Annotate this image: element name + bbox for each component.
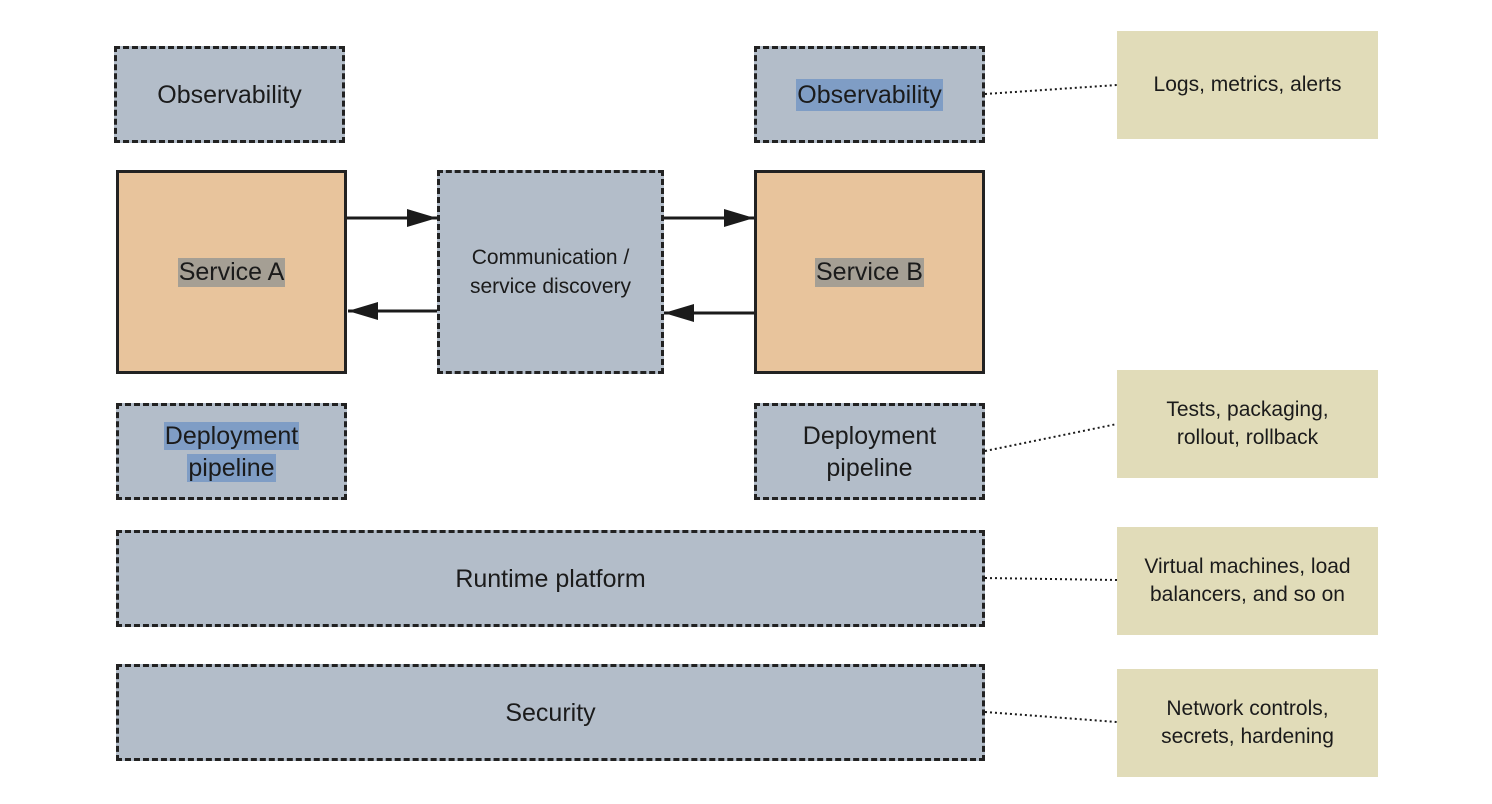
connector-deployment-note bbox=[984, 423, 1118, 452]
note-runtime: Virtual machines, load balancers, and so… bbox=[1117, 527, 1378, 635]
note-deployment-text: Tests, packaging, rollout, rollback bbox=[1166, 396, 1328, 452]
deployment-label-a: Deployment pipeline bbox=[163, 420, 300, 484]
service-b-label: Service B bbox=[815, 257, 924, 287]
note-observability-text: Logs, metrics, alerts bbox=[1153, 73, 1342, 96]
deployment-label-b-line2: pipeline bbox=[826, 453, 913, 482]
communication-box: Communication / service discovery bbox=[437, 170, 664, 374]
note-runtime-line1: Virtual machines, load bbox=[1144, 555, 1351, 578]
security-box: Security bbox=[116, 664, 985, 761]
deployment-label-a-line2: pipeline bbox=[187, 453, 276, 482]
deployment-label-b-line1: Deployment bbox=[802, 421, 937, 450]
note-deployment-line2: rollout, rollback bbox=[1176, 426, 1319, 449]
security-label: Security bbox=[505, 698, 596, 727]
observability-label-b: Observability bbox=[796, 78, 943, 111]
observability-box-b: Observability bbox=[754, 46, 985, 143]
communication-label: Communication / service discovery bbox=[470, 243, 631, 301]
runtime-platform-box: Runtime platform bbox=[116, 530, 985, 627]
note-deployment-line1: Tests, packaging, bbox=[1166, 398, 1329, 421]
service-b-box: Service B bbox=[754, 170, 985, 374]
deployment-box-b: Deployment pipeline bbox=[754, 403, 985, 500]
communication-label-line1: Communication / bbox=[471, 246, 630, 269]
observability-label-a: Observability bbox=[157, 80, 302, 109]
note-security-text: Network controls, secrets, hardening bbox=[1161, 695, 1334, 751]
observability-box-a: Observability bbox=[114, 46, 345, 143]
note-deployment: Tests, packaging, rollout, rollback bbox=[1117, 370, 1378, 478]
note-runtime-text: Virtual machines, load balancers, and so… bbox=[1144, 553, 1350, 609]
deployment-label-a-line1: Deployment bbox=[163, 421, 300, 450]
note-security-line2: secrets, hardening bbox=[1161, 725, 1334, 748]
note-security: Network controls, secrets, hardening bbox=[1117, 669, 1378, 777]
connector-runtime-note bbox=[984, 577, 1118, 581]
runtime-platform-label: Runtime platform bbox=[455, 564, 646, 593]
service-a-box: Service A bbox=[116, 170, 347, 374]
deployment-box-a: Deployment pipeline bbox=[116, 403, 347, 500]
deployment-label-b: Deployment pipeline bbox=[803, 420, 936, 484]
connector-observability-note bbox=[984, 84, 1118, 95]
communication-label-line2: service discovery bbox=[469, 275, 632, 298]
service-a-label: Service A bbox=[177, 257, 286, 287]
note-observability: Logs, metrics, alerts bbox=[1117, 31, 1378, 139]
note-runtime-line2: balancers, and so on bbox=[1150, 583, 1345, 606]
connector-security-note bbox=[984, 711, 1118, 723]
note-security-line1: Network controls, bbox=[1166, 697, 1329, 720]
